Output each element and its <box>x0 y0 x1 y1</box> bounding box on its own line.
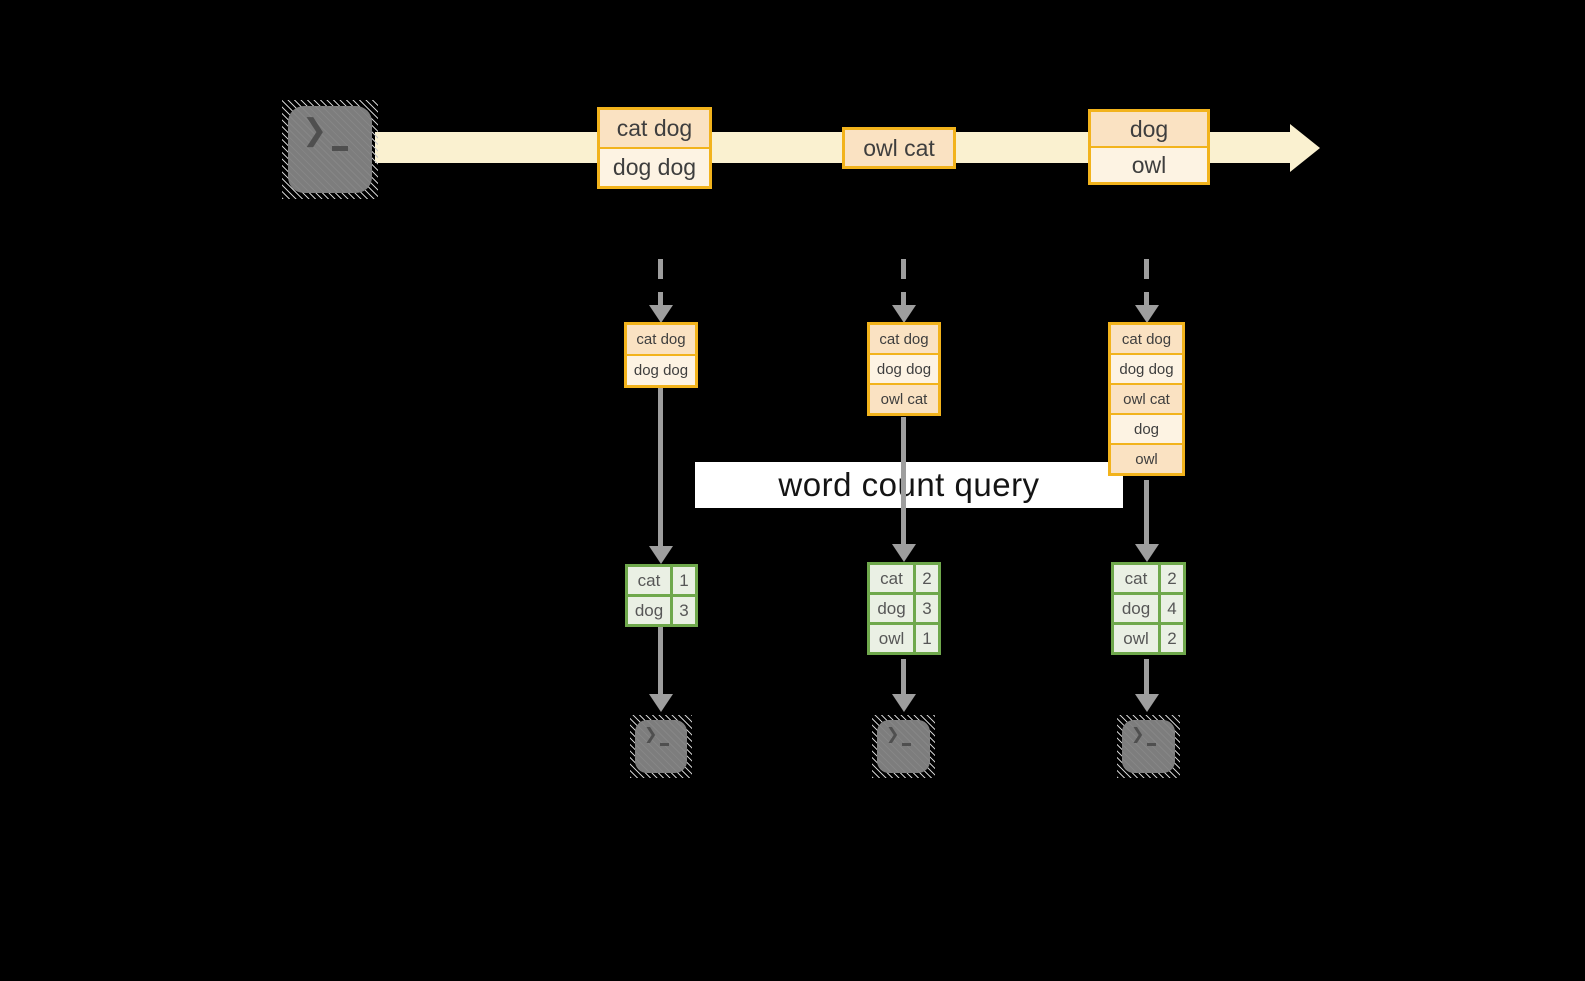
stream-arrow-head-icon <box>1290 124 1320 172</box>
buffer-line: cat dog <box>627 325 695 354</box>
count-cell: 4 <box>1161 595 1183 622</box>
dashed-down-arrow-icon <box>658 259 663 305</box>
word-cell: cat <box>870 565 913 592</box>
event-line: dog <box>1091 112 1207 146</box>
count-cell: 1 <box>916 625 938 652</box>
prompt-underscore-icon <box>1147 743 1156 746</box>
event-buffer-3: cat dog dog dog owl cat dog owl <box>1108 322 1185 476</box>
down-arrow-icon <box>901 417 906 544</box>
dashed-arrow-head-icon <box>892 305 916 323</box>
prompt-underscore-icon <box>332 146 348 151</box>
arrow-head-icon <box>649 546 673 564</box>
prompt-underscore-icon <box>902 743 911 746</box>
buffer-line: dog dog <box>627 354 695 385</box>
event-line: dog dog <box>600 147 709 186</box>
buffer-line: owl cat <box>1111 383 1182 413</box>
buffer-line: dog <box>1111 413 1182 443</box>
word-cell: owl <box>1114 625 1158 652</box>
buffer-line: cat dog <box>870 325 938 353</box>
arrow-head-icon <box>649 694 673 712</box>
count-table-1: cat 1 dog 3 <box>625 564 698 627</box>
dashed-down-arrow-icon <box>1144 259 1149 305</box>
down-arrow-icon <box>1144 659 1149 694</box>
word-cell: cat <box>1114 565 1158 592</box>
terminal-screen: ❯ <box>288 106 372 193</box>
dashed-arrow-head-icon <box>649 305 673 323</box>
arrow-head-icon <box>892 544 916 562</box>
word-cell: dog <box>1114 595 1158 622</box>
count-cell: 1 <box>673 567 695 594</box>
event-line: owl cat <box>845 130 953 166</box>
arrow-head-icon <box>1135 694 1159 712</box>
stream-event-box-2: owl cat <box>842 127 956 169</box>
sink-terminal-icon: ❯ <box>1117 715 1180 778</box>
down-arrow-icon <box>658 388 663 546</box>
count-cell: 2 <box>1161 625 1183 652</box>
buffer-line: owl cat <box>870 383 938 413</box>
sink-terminal-icon: ❯ <box>872 715 935 778</box>
word-cell: dog <box>870 595 913 622</box>
buffer-line: dog dog <box>1111 353 1182 383</box>
count-cell: 2 <box>1161 565 1183 592</box>
word-cell: dog <box>628 597 670 624</box>
prompt-chevron-icon: ❯ <box>886 726 900 743</box>
word-cell: cat <box>628 567 670 594</box>
prompt-chevron-icon: ❯ <box>644 726 658 743</box>
down-arrow-icon <box>658 627 663 694</box>
stream-event-box-1: cat dog dog dog <box>597 107 712 189</box>
down-arrow-icon <box>1144 480 1149 544</box>
count-cell: 2 <box>916 565 938 592</box>
count-cell: 3 <box>916 595 938 622</box>
count-table-3: cat 2 dog 4 owl 2 <box>1111 562 1186 655</box>
buffer-line: cat dog <box>1111 325 1182 353</box>
prompt-chevron-icon: ❯ <box>1131 726 1145 743</box>
prompt-underscore-icon <box>660 743 669 746</box>
event-buffer-2: cat dog dog dog owl cat <box>867 322 941 416</box>
dashed-down-arrow-icon <box>901 259 906 305</box>
dashed-arrow-head-icon <box>1135 305 1159 323</box>
event-line: cat dog <box>600 110 709 147</box>
terminal-screen: ❯ <box>635 720 687 773</box>
arrow-head-icon <box>1135 544 1159 562</box>
terminal-screen: ❯ <box>877 720 930 773</box>
buffer-line: owl <box>1111 443 1182 473</box>
word-cell: owl <box>870 625 913 652</box>
count-cell: 3 <box>673 597 695 624</box>
event-line: owl <box>1091 146 1207 182</box>
count-table-2: cat 2 dog 3 owl 1 <box>867 562 941 655</box>
query-banner: word count query <box>695 462 1123 508</box>
event-buffer-1: cat dog dog dog <box>624 322 698 388</box>
terminal-screen: ❯ <box>1122 720 1175 773</box>
sink-terminal-icon: ❯ <box>630 715 692 778</box>
prompt-chevron-icon: ❯ <box>302 114 328 147</box>
buffer-line: dog dog <box>870 353 938 383</box>
source-terminal-icon: ❯ <box>282 100 378 199</box>
stream-event-box-3: dog owl <box>1088 109 1210 185</box>
down-arrow-icon <box>901 659 906 694</box>
arrow-head-icon <box>892 694 916 712</box>
